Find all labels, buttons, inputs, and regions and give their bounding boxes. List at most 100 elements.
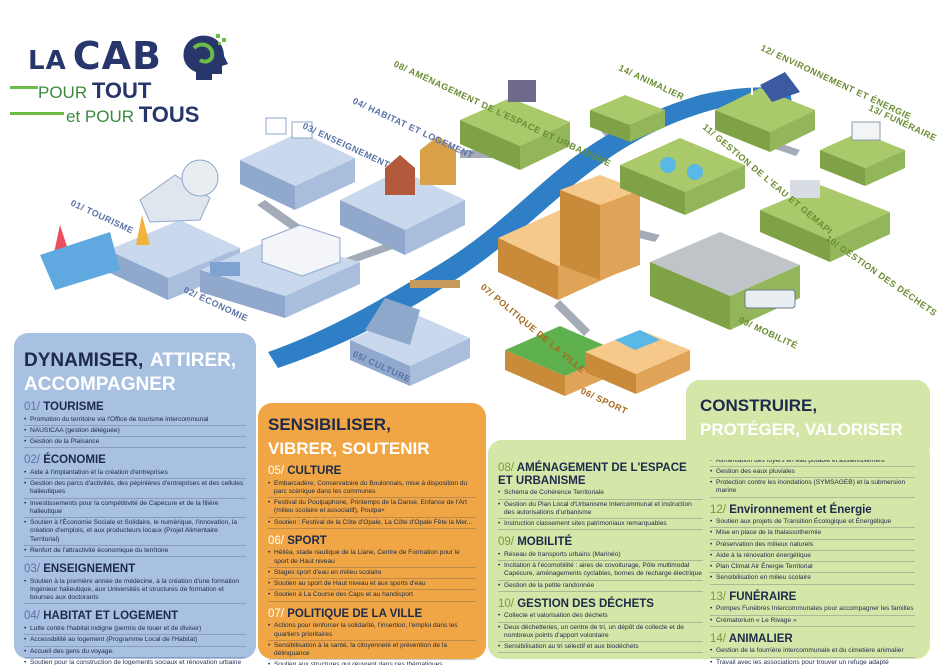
list-item: Gestion des eaux pluviales bbox=[710, 468, 915, 479]
zone-label-dechets: 10/ GESTION DES DÉCHETS bbox=[824, 233, 939, 318]
section-items: Pompes Funèbres Intercommunales pour acc… bbox=[710, 605, 915, 627]
logo-pour: POUR bbox=[38, 83, 88, 102]
list-item: Soutien aux projets de Transition Écolog… bbox=[710, 518, 915, 529]
section-title: 12/ Environnement et Énergie bbox=[710, 504, 915, 517]
title-part: ATTIRER, bbox=[149, 350, 237, 371]
section-label: ÉCONOMIE bbox=[43, 454, 106, 467]
green-right-column: 11/ GESTION DE L'EAU ET GEMAPIAlimentati… bbox=[710, 436, 915, 665]
title-part: SENSIBILISER, bbox=[268, 415, 391, 434]
block-economie bbox=[200, 224, 360, 318]
section-number: 06/ bbox=[268, 534, 284, 547]
section-label: TOURISME bbox=[43, 401, 104, 413]
block-eau bbox=[620, 138, 745, 215]
logo-line-2: POUR TOUT bbox=[38, 78, 151, 104]
section-number: 10/ bbox=[498, 597, 514, 610]
list-item: Travail avec les associations pour trouv… bbox=[710, 659, 915, 665]
block-funeraire bbox=[820, 121, 905, 186]
list-item: Sensibilisation à la santé, la citoyenne… bbox=[268, 642, 476, 661]
section-list: 01/ TOURISME Promotion du territoire via … bbox=[24, 401, 246, 665]
section-title: 01/ TOURISME bbox=[24, 401, 246, 414]
block-politique-ville bbox=[498, 175, 640, 300]
list-item: Stages sport d'eau en milieu scolaire bbox=[268, 569, 476, 580]
section-items: Soutien à la première année de médecine,… bbox=[24, 578, 246, 605]
section-number: 03/ bbox=[24, 563, 40, 576]
list-item: Soutien : Festival de la Côte d'Opale, L… bbox=[268, 519, 476, 529]
zone-label-mobilite: 09/ MOBILITÉ bbox=[737, 315, 799, 351]
section-label: HABITAT ET LOGEMENT bbox=[43, 610, 179, 623]
title-part: PROTÉGER, VALORISER bbox=[700, 420, 903, 439]
list-item: Accessibilité au logement (Programme Loc… bbox=[24, 636, 246, 647]
panel-dynamiser: DYNAMISER, ATTIRER, ACCOMPAGNER 01/ TOUR… bbox=[14, 333, 256, 665]
list-item: Alimentation des foyers en eau potable e… bbox=[710, 457, 915, 467]
list-item: Aide à l'implantation et la création d'e… bbox=[24, 469, 246, 480]
list-item: Sensibilisation au tri sélectif et aux b… bbox=[498, 643, 703, 654]
section-title: 13/ FUNÉRAIRE bbox=[710, 591, 915, 604]
section-label: AMÉNAGEMENT DE L'ESPACE ET URBANISME bbox=[498, 462, 687, 487]
section-label: CULTURE bbox=[287, 465, 342, 477]
territory-illustration: 01/ TOURISME 02/ ÉCONOMIE 03/ ENSEIGNEME… bbox=[40, 43, 939, 416]
section-items: Schéma de Cohérence TerritorialeGestion … bbox=[498, 489, 703, 531]
list-item: Plan Climat Air Énergie Territorial bbox=[710, 563, 915, 574]
panel-construire-header: CONSTRUIRE, PROTÉGER, VALORISER bbox=[686, 380, 930, 460]
section-label: FUNÉRAIRE bbox=[729, 590, 797, 603]
section-label: ANIMALIER bbox=[728, 632, 793, 645]
section-list: 05/ CULTUREEmbarcadère, Conservatoire du… bbox=[268, 465, 476, 665]
list-item: Gestion du Plan Local d'Urbanisme Interc… bbox=[498, 501, 703, 519]
section-items: Gestion de la fourrière intercommunale e… bbox=[710, 647, 915, 665]
list-item: Soutien au sport de Haut niveau et aux s… bbox=[268, 580, 476, 591]
green-left-column: 08/ AMÉNAGEMENT DE L'ESPACE ET URBANISME… bbox=[498, 456, 703, 654]
section-label: GESTION DES DÉCHETS bbox=[517, 597, 654, 610]
list-item: NAUSICAA (gestion déléguée) bbox=[24, 427, 246, 438]
list-item: Gestion de la petite randonnée bbox=[498, 582, 703, 592]
list-item: Accueil des gens du voyage. bbox=[24, 648, 246, 658]
river bbox=[268, 87, 792, 368]
block-habitat bbox=[340, 136, 465, 255]
block-dechets bbox=[760, 180, 890, 262]
list-item: Réseau de transports urbains (Marinéo) bbox=[498, 551, 703, 562]
section-items: Réseau de transports urbains (Marinéo)In… bbox=[498, 551, 703, 592]
section-title: 14/ ANIMALIER bbox=[710, 633, 915, 646]
panel-construire: 08/ AMÉNAGEMENT DE L'ESPACE ET URBANISME… bbox=[488, 440, 930, 665]
logo-tous: TOUS bbox=[138, 102, 200, 127]
list-item: Mise en place de la thalassothermie bbox=[710, 529, 915, 540]
list-item: Collecte et valorisation des déchets bbox=[498, 612, 703, 623]
section-items: Lutte contre l'habitat indigne (permis d… bbox=[24, 625, 246, 665]
list-item: Embarcadère, Conservatoire du Boulonnais… bbox=[268, 480, 476, 499]
section-number: 02/ bbox=[24, 454, 40, 467]
section-items: Promotion du territoire via l'Office de … bbox=[24, 416, 246, 449]
title-part: DYNAMISER, bbox=[24, 350, 144, 371]
list-item: Schéma de Cohérence Territoriale bbox=[498, 489, 703, 500]
section-number: 07/ bbox=[268, 607, 284, 620]
section-label: MOBILITÉ bbox=[517, 536, 573, 549]
section-title: 08/ AMÉNAGEMENT DE L'ESPACE ET URBANISME bbox=[498, 462, 703, 487]
list-item: Soutien aux structures qui œuvrent dans … bbox=[268, 661, 476, 665]
block-amenagement bbox=[460, 80, 570, 170]
section-number: 12/ bbox=[710, 503, 726, 516]
title-part: CONSTRUIRE, bbox=[700, 396, 818, 415]
section-items: Actions pour renforcer la solidarité, l'… bbox=[268, 622, 476, 665]
block-environnement bbox=[715, 55, 815, 152]
section-items: Alimentation des foyers en eau potable e… bbox=[710, 457, 915, 498]
section-title: 09/ MOBILITÉ bbox=[498, 536, 703, 549]
section-items: Collecte et valorisation des déchetsDeux… bbox=[498, 612, 703, 654]
list-item: Instruction classement sites patrimoniau… bbox=[498, 520, 703, 531]
panel-title: SENSIBILISER, VIBRER, SOUTENIR bbox=[268, 411, 476, 459]
section-items: Aide à l'implantation et la création d'e… bbox=[24, 469, 246, 558]
section-items: Embarcadère, Conservatoire du Boulonnais… bbox=[268, 480, 476, 529]
section-title: 04/ HABITAT ET LOGEMENT bbox=[24, 610, 246, 623]
section-title: 03/ ENSEIGNEMENT bbox=[24, 563, 246, 576]
list-item: Soutien à l'Économie Sociale et Solidair… bbox=[24, 519, 246, 546]
list-item: Aide à la rénovation énergétique bbox=[710, 552, 915, 563]
list-item: Soutien pour la construction de logement… bbox=[24, 659, 246, 665]
block-sport bbox=[505, 326, 690, 396]
block-enseignement bbox=[240, 117, 355, 210]
section-number: 01/ bbox=[24, 401, 40, 413]
logo-tout: TOUT bbox=[91, 78, 152, 103]
title-part: VIBRER, SOUTENIR bbox=[268, 439, 430, 458]
section-title: 06/ SPORT bbox=[268, 535, 476, 548]
list-item: Investissements pour la compétitivité de… bbox=[24, 500, 246, 519]
section-title: 07/ POLITIQUE DE LA VILLE bbox=[268, 608, 476, 621]
section-label: SPORT bbox=[287, 534, 327, 547]
